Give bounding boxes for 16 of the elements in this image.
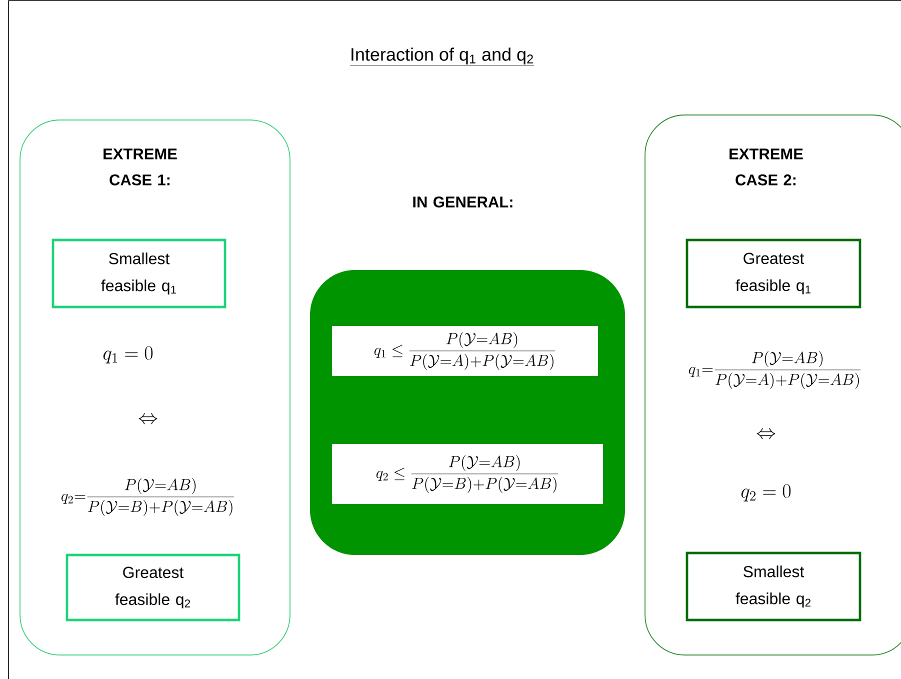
panel-heading: IN GENERAL: bbox=[413, 196, 512, 208]
formula: $q_2{=}\frac{P(\mathcal{Y}{=}AB)}{P(\mathcal{Y}{=}B){+}P(\mathcal{Y}{=}AB)}$ bbox=[62, 478, 234, 516]
formula: $\Leftrightarrow$ bbox=[138, 413, 158, 424]
title: Interaction of q$_{1}$ and q$_{2}$ bbox=[350, 48, 534, 66]
formula-box: $q_1 \leq \frac{P(\mathcal{Y}{=}AB)}{P(\mathcal{Y}{=}A){+}P(\mathcal{Y}{=}AB)}$ bbox=[332, 326, 598, 376]
panel-heading: EXTREME CASE 2: bbox=[730, 148, 803, 186]
formula: $\Leftrightarrow$ bbox=[756, 428, 776, 440]
label-box: Smallest feasible q$_{2}$ bbox=[686, 552, 862, 622]
formula-box: $q_2 \leq \frac{P(\mathcal{Y}{=}AB)}{P(\mathcal{Y}{=}B){+}P(\mathcal{Y}{=}AB)}$ bbox=[332, 444, 603, 504]
label-box: Greatest feasible q$_{2}$ bbox=[66, 554, 240, 622]
label-box: Greatest feasible q$_{1}$ bbox=[686, 238, 862, 308]
panel-heading: EXTREME CASE 1: bbox=[104, 148, 177, 186]
formula: $q_1{=}\frac{P(\mathcal{Y}{=}AB)}{P(\mathcal{Y}{=}A){+}P(\mathcal{Y}{=}AB)}$ bbox=[688, 351, 860, 389]
formula: $q_2 = 0$ bbox=[741, 484, 791, 502]
formula: $q_1 = 0$ bbox=[103, 346, 153, 364]
label-box: Smallest feasible q$_{1}$ bbox=[52, 238, 226, 308]
